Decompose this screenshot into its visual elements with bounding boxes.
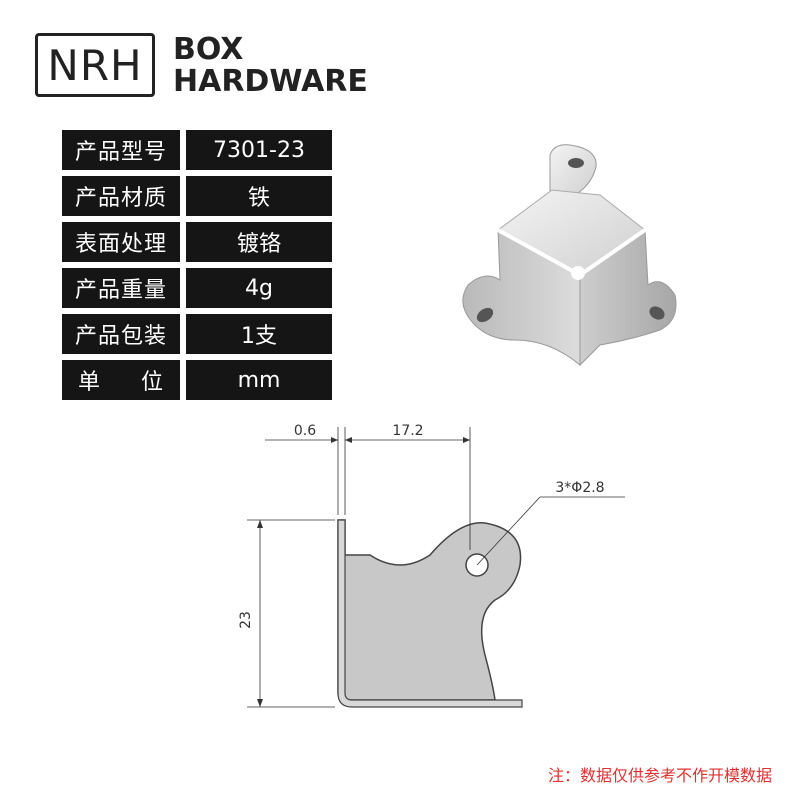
spec-row-packaging: 产品包装 1支 [62,314,332,354]
spec-row-finish: 表面处理 镀铬 [62,222,332,262]
spec-row-model: 产品型号 7301-23 [62,130,332,170]
spec-label-part: 单 [78,370,102,395]
dim-thickness: 0.6 [294,423,316,439]
spec-row-weight: 产品重量 4g [62,268,332,308]
spec-value: 1支 [186,314,332,354]
spec-value: 4g [186,268,332,308]
spec-label-part: 位 [140,370,164,395]
spec-label: 单 位 [62,360,180,400]
product-image [462,144,677,367]
spec-label: 产品重量 [62,268,180,308]
spec-value: 铁 [186,176,332,216]
spec-value: mm [186,360,332,400]
dim-width: 17.2 [392,423,423,439]
brand-logo: NRH [35,33,155,97]
spec-table: 产品型号 7301-23 产品材质 铁 表面处理 镀铬 产品重量 4g 产品包装… [62,130,332,406]
spec-label: 产品型号 [62,130,180,170]
spec-value: 镀铬 [186,222,332,262]
brand-line-1: BOX [173,32,244,67]
brand-line-2: HARDWARE [173,64,368,99]
spec-row-material: 产品材质 铁 [62,176,332,216]
spec-label: 产品材质 [62,176,180,216]
spec-label: 产品包装 [62,314,180,354]
technical-drawing: 0.6 17.2 3*Φ2.8 23 [238,423,625,708]
brand-name: BOX HARDWARE [173,34,368,98]
spec-label: 表面处理 [62,222,180,262]
brand-logo-text: NRH [47,40,143,90]
spec-row-unit: 单 位 mm [62,360,332,400]
dim-height: 23 [238,611,254,629]
spec-value: 7301-23 [186,130,332,170]
disclaimer-note: 注：数据仅供参考不作开模数据 [547,766,772,785]
dim-hole: 3*Φ2.8 [555,480,604,496]
